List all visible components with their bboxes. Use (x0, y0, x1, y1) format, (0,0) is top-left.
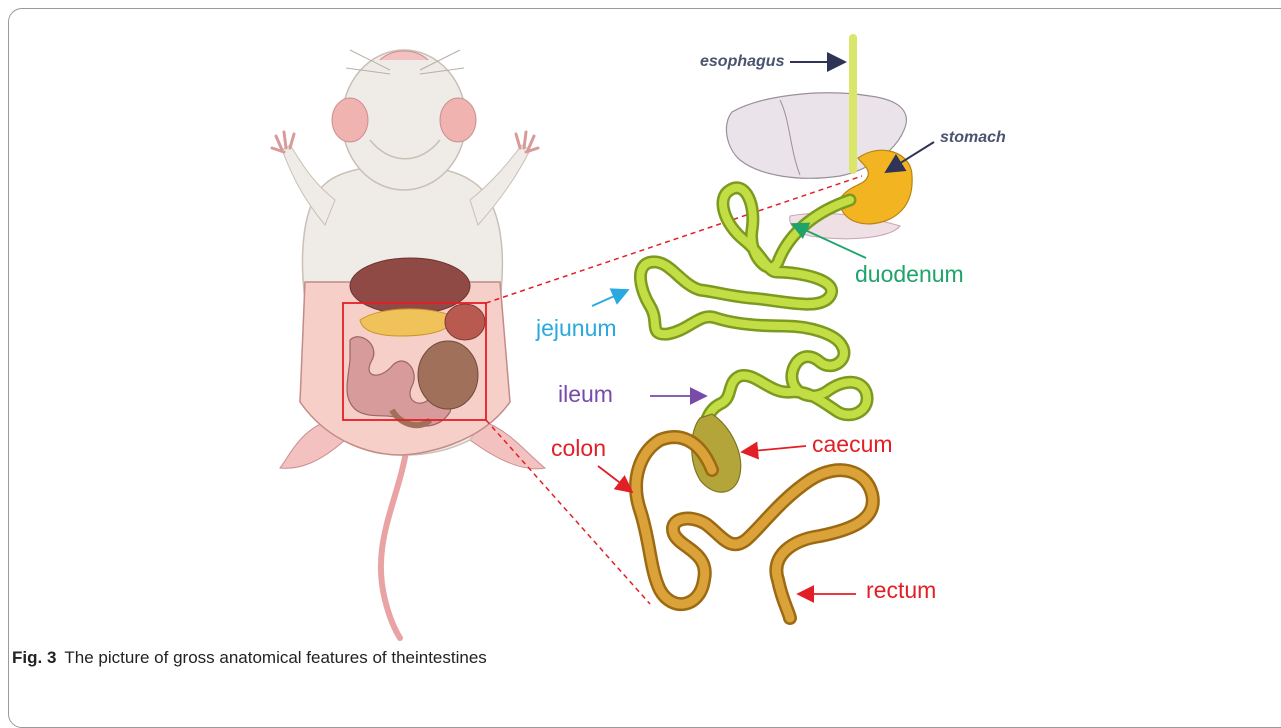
gi-tract-illustration (636, 38, 912, 618)
label-esophagus: esophagus (700, 53, 785, 70)
label-colon: colon (551, 435, 606, 461)
anatomy-figure: esophagus stomach duodenum jejunum ileum… (0, 0, 1281, 676)
figure-caption-text: The picture of gross anatomical features… (64, 648, 486, 667)
label-jejunum: jejunum (535, 315, 617, 341)
label-stomach: stomach (940, 129, 1006, 146)
figure-panel: esophagus stomach duodenum jejunum ileum… (0, 0, 1281, 676)
figure-number: Fig. 3 (12, 648, 56, 667)
figure-caption: Fig. 3 The picture of gross anatomical fe… (12, 648, 487, 668)
mouse-illustration (272, 50, 545, 638)
label-duodenum: duodenum (855, 261, 964, 287)
label-ileum: ileum (558, 381, 613, 407)
label-rectum: rectum (866, 577, 936, 603)
label-caecum: caecum (812, 431, 893, 457)
arrow-jejunum (592, 290, 628, 306)
zoom-line-top (486, 176, 862, 303)
arrow-colon (598, 466, 632, 492)
arrow-caecum (742, 446, 806, 452)
